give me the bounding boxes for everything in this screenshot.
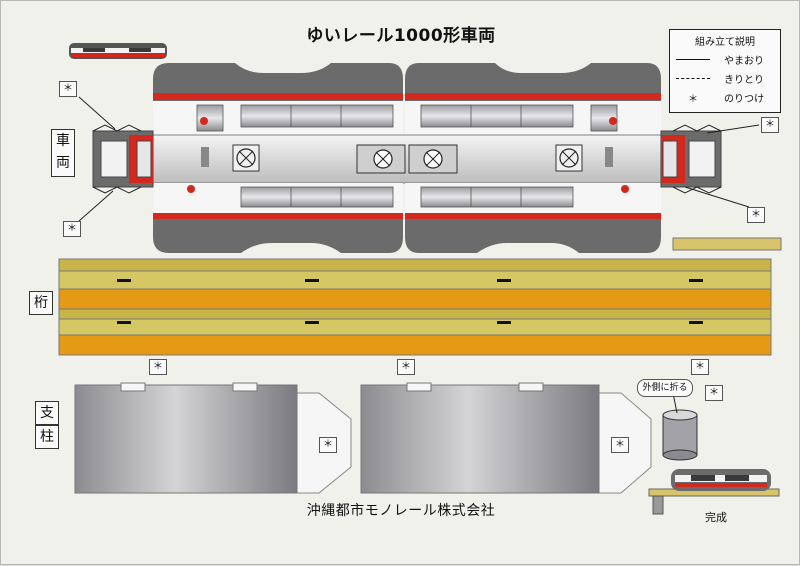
car-end-faces (92, 124, 722, 194)
glue-mark: ＊ (397, 359, 415, 375)
completed-model (648, 469, 780, 515)
legend-label: のりつけ (724, 94, 765, 105)
car-upper-shell (153, 63, 661, 135)
complete-label: 完成 (705, 511, 727, 524)
glue-mark: ＊ (59, 81, 77, 97)
glue-mark: ＊ (611, 437, 629, 453)
girder-parts (58, 258, 772, 356)
legend-row-mountain-fold: やまおり (676, 52, 776, 67)
legend-label: きりとり (724, 75, 764, 86)
glue-mark: ＊ (149, 359, 167, 375)
glue-mark: ＊ (705, 385, 723, 401)
pillar-parts (74, 382, 652, 494)
pillar-illustration (662, 392, 698, 461)
pointer-lines (78, 96, 760, 222)
solid-line-icon (676, 59, 710, 60)
connector-strip (672, 237, 782, 251)
glue-mark: ＊ (63, 221, 81, 237)
assembly-legend: 組み立て説明 やまおり きりとり ＊ のりつけ (669, 29, 781, 113)
legend-label: やまおり (724, 56, 764, 67)
glue-mark: ＊ (691, 359, 709, 375)
girder-section-label: 桁 (29, 291, 53, 315)
company-name: 沖縄都市モノレール株式会社 (306, 503, 496, 519)
glue-mark: ＊ (319, 437, 337, 453)
legend-row-glue: ＊ のりつけ (676, 90, 776, 105)
train-thumbnail-top (69, 43, 167, 59)
legend-row-cut: きりとり (676, 71, 776, 86)
dashed-line-icon (676, 78, 710, 79)
car-section-label: 車両 (51, 129, 75, 177)
car-roof (152, 134, 662, 184)
sheet-title: ゆいレール1000形車両 (306, 26, 496, 46)
pillar-section-label-2: 柱 (35, 425, 59, 449)
pillar-section-label-1: 支 (35, 401, 59, 425)
car-lower-shell (153, 183, 661, 253)
glue-mark: ＊ (747, 207, 765, 223)
fold-outward-note: 外側に折る (637, 379, 693, 397)
glue-mark: ＊ (761, 117, 779, 133)
legend-heading: 組み立て説明 (695, 37, 755, 48)
